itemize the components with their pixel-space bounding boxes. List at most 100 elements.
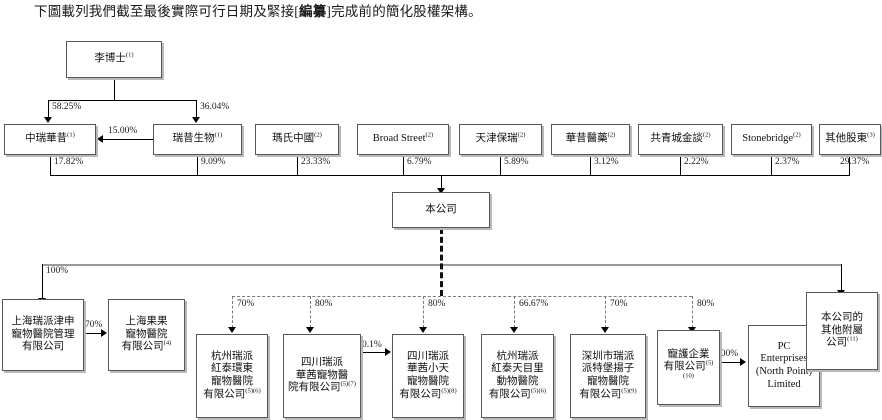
edge-sh0-down — [50, 155, 51, 175]
node-subsidiary-9-other-subsidiaries: 本公司的其他附屬公司(11) — [806, 292, 878, 370]
edge-root-stem — [114, 78, 115, 100]
node-subsidiary-6: 深圳市瑞派派特堡揚子寵物醫院有限公司(5)(9) — [570, 334, 646, 418]
node-shareholder-2-label: 瑪氏中國(2) — [272, 131, 322, 145]
node-subsidiary-1-label: 上海果果寵物醫院有限公司(4) — [121, 316, 172, 353]
node-shareholder-1-label: 瑞昔生物(1) — [172, 131, 223, 145]
pct-sh1: 9.09% — [201, 157, 226, 167]
arrow-sub0-to-sub1 — [101, 329, 107, 337]
edge-bus-left-drop — [42, 264, 43, 299]
node-shareholder-5: 華昔醫藥(2) — [551, 124, 630, 155]
node-subsidiary-3: 四川瑞派華茜寵物醫院有限公司(5)(7) — [283, 334, 361, 418]
edge-sh2-down — [297, 155, 298, 175]
node-subsidiary-9-label: 本公司的其他附屬公司(11) — [821, 312, 863, 349]
pct-sub5: 66.67% — [519, 299, 549, 309]
edge-sh8-down — [849, 155, 850, 175]
pct-100-pc: 100% — [716, 349, 739, 359]
pct-sub7: 80% — [697, 299, 715, 309]
pct-sub4: 80% — [428, 299, 446, 309]
node-shareholder-8: 其他股東(3) — [819, 124, 881, 155]
edge-sh1-down — [197, 155, 198, 175]
pct-sh5: 3.12% — [594, 157, 619, 167]
intro-text-before: 下圖載列我們截至最後實際可行日期及緊接[ — [34, 4, 299, 19]
shareholder-collector-bar — [50, 175, 850, 176]
node-shareholder-4-label: 天津保瑞(2) — [475, 131, 526, 145]
arrow-sub3-to-sub4 — [385, 348, 391, 356]
node-subsidiary-3-label: 四川瑞派華茜寵物醫院有限公司(5)(7) — [288, 357, 356, 394]
edge-sh7-down — [771, 155, 772, 175]
edge-dashed-to-sub5 — [514, 296, 515, 328]
edge-sh5-down — [590, 155, 591, 175]
edge-dashed-to-sub7 — [692, 296, 693, 328]
node-subsidiary-2: 杭州瑞派紅泰環東寵物醫院有限公司(5)(6) — [196, 334, 268, 418]
node-shareholder-4: 天津保瑞(2) — [459, 124, 542, 155]
node-subsidiary-7-label: 寵護企業有限公司(5)(10) — [663, 348, 714, 380]
pct-sh0: 17.82% — [54, 157, 84, 167]
edge-dashed-to-sub4 — [423, 296, 424, 328]
edge-sh4-down — [500, 155, 501, 175]
node-subsidiary-5: 杭州瑞派紅泰天目里動物醫院有限公司(5)(6) — [481, 334, 554, 418]
node-subsidiary-1: 上海果果寵物醫院有限公司(4) — [108, 299, 185, 371]
pct-100-left: 100% — [46, 266, 69, 276]
edge-collector-to-company — [441, 175, 442, 189]
node-subsidiary-4: 四川瑞派華茜小天寵物醫院有限公司(5)(8) — [392, 334, 464, 418]
pct-5825: 58.25% — [52, 102, 82, 112]
pct-sh6: 2.22% — [684, 157, 709, 167]
node-root-label: 李博士(1) — [94, 51, 134, 65]
pct-01: 0.1% — [362, 340, 382, 350]
pct-sub3: 80% — [315, 299, 333, 309]
edge-sh2-to-sh1 — [103, 139, 153, 140]
arrow-dashed-to-sub6 — [601, 327, 609, 333]
node-shareholder-5-label: 華昔醫藥(2) — [565, 131, 616, 145]
arrow-collector-to-company — [437, 188, 445, 194]
node-shareholder-3-label: Broad Street(2) — [372, 131, 434, 145]
edge-root-split-bar — [48, 100, 196, 101]
pct-sub0-to-sub1: 70% — [85, 320, 103, 330]
edge-company-stem-dashed — [440, 228, 443, 296]
arrow-dashed-to-sub5 — [510, 327, 518, 333]
node-company: 本公司 — [392, 192, 490, 228]
pct-sh3: 6.79% — [407, 157, 432, 167]
node-shareholder-7-label: Stonebridge(2) — [742, 131, 801, 145]
edge-bus-right-drop — [841, 264, 842, 291]
node-subsidiary-5-label: 杭州瑞派紅泰天目里動物醫院有限公司(5)(6) — [488, 350, 547, 400]
edge-dashed-to-sub2 — [232, 296, 233, 328]
pct-sub6: 70% — [610, 299, 628, 309]
arrow-sub7-to-pc — [740, 358, 746, 366]
node-shareholder-0-label: 中瑞華昔(1) — [25, 131, 75, 145]
node-shareholder-7: Stonebridge(2) — [731, 124, 812, 155]
node-shareholder-6: 共青城金談(2) — [638, 124, 723, 155]
intro-paragraph: 下圖載列我們截至最後實際可行日期及緊接[編纂]完成前的簡化股權架構。 — [34, 3, 854, 21]
edge-sub0-to-sub1 — [84, 333, 102, 334]
dashed-subsidiary-bus — [232, 296, 692, 297]
edge-dashed-to-sub3 — [310, 296, 311, 328]
node-subsidiary-2-label: 杭州瑞派紅泰環東寵物醫院有限公司(5)(6) — [203, 350, 261, 400]
edge-root-to-sh2 — [196, 100, 197, 118]
pct-sh2: 23.33% — [301, 157, 331, 167]
node-subsidiary-7: 寵護企業有限公司(5)(10) — [657, 330, 720, 405]
arrow-root-to-sh1 — [44, 117, 52, 123]
edge-dashed-to-sub6 — [605, 296, 606, 328]
arrow-dashed-to-sub3 — [306, 327, 314, 333]
node-shareholder-0: 中瑞華昔(1) — [4, 124, 96, 155]
node-shareholder-2: 瑪氏中國(2) — [255, 124, 339, 155]
edge-sh6-down — [680, 155, 681, 175]
arrow-dashed-to-sub4 — [419, 327, 427, 333]
node-root-li-doctor: 李博士(1) — [66, 41, 162, 78]
pct-sh7: 2.37% — [775, 157, 800, 167]
pct-sh4: 5.89% — [504, 157, 529, 167]
arrow-sh2-to-sh1 — [97, 135, 103, 143]
node-company-label: 本公司 — [425, 203, 457, 215]
intro-text-after: ]完成前的簡化股權架構。 — [326, 4, 482, 19]
arrow-dashed-to-sub2 — [228, 327, 236, 333]
intro-bold-token: 編纂 — [299, 4, 327, 19]
node-shareholder-3: Broad Street(2) — [357, 124, 449, 155]
node-subsidiary-0: 上海瑞派津申寵物醫院管理有限公司 — [2, 299, 84, 371]
pct-1500: 15.00% — [108, 126, 138, 136]
edge-sub3-to-sub4 — [361, 352, 386, 353]
pct-sh8: 29.37% — [840, 157, 870, 167]
node-subsidiary-6-label: 深圳市瑞派派特堡揚子寵物醫院有限公司(5)(9) — [579, 350, 637, 400]
node-subsidiary-0-label: 上海瑞派津申寵物醫院管理有限公司 — [11, 316, 75, 353]
edge-sub7-to-pc — [720, 362, 741, 363]
node-subsidiary-4-label: 四川瑞派華茜小天寵物醫院有限公司(5)(8) — [399, 350, 457, 400]
